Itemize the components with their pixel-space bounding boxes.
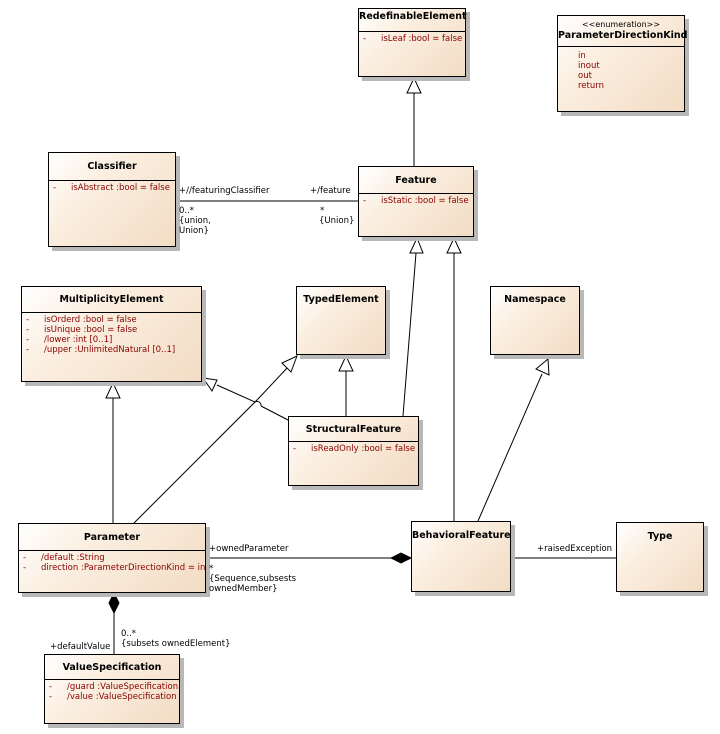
attribute: -isStatic :bool = false (363, 196, 469, 206)
attribute: -/value :ValueSpecification (49, 692, 177, 702)
enum-parameter-direction-kind[interactable]: <<enumeration>> ParameterDirectionKind i… (557, 15, 688, 112)
generalization-arrowhead (406, 76, 422, 94)
class-name: ParameterDirectionKind (558, 30, 688, 41)
generalization-structural-multiplicity-b (216, 384, 256, 403)
class-structural-feature[interactable]: StructuralFeature -isReadOnly :bool = fa… (288, 416, 419, 486)
enum-literal: out (578, 71, 592, 81)
attribute: -direction :ParameterDirectionKind = in (23, 563, 206, 573)
generalization-arrowhead (409, 236, 424, 254)
generalization-structural-feature (402, 252, 417, 417)
enum-literal: return (578, 81, 604, 91)
class-parameter[interactable]: Parameter -/default :String -direction :… (18, 523, 206, 593)
class-name: MultiplicityElement (59, 294, 164, 305)
class-name: Namespace (504, 294, 566, 305)
class-multiplicity-element[interactable]: MultiplicityElement -isOrderd :bool = fa… (21, 286, 202, 382)
generalization-arrowhead (105, 381, 121, 399)
constraint-feature: {Union} (319, 216, 355, 226)
class-name: BehavioralFeature (412, 530, 511, 541)
class-name: TypedElement (303, 294, 379, 305)
class-name: Feature (395, 175, 437, 186)
attribute: -/upper :UnlimitedNatural [0..1] (26, 345, 176, 355)
constraint-default-value: {subsets ownedElement} (121, 639, 231, 649)
role-featuring-classifier: +//featuringClassifier (179, 186, 270, 196)
class-type[interactable]: Type (616, 522, 704, 592)
multiplicity-default-value: 0..* (121, 629, 137, 639)
attribute: -/default :String (23, 553, 105, 563)
class-name: ValueSpecification (62, 662, 162, 673)
class-value-specification[interactable]: ValueSpecification -/guard :ValueSpecifi… (44, 654, 180, 724)
class-typed-element[interactable]: TypedElement (296, 286, 386, 355)
generalization-arrowhead (281, 355, 298, 373)
compartment-divider (22, 312, 201, 313)
constraint-classifier: {union, (179, 216, 211, 226)
multiplicity-feature: * (320, 206, 325, 216)
class-name: Parameter (83, 532, 141, 543)
generalization-arrowhead (446, 236, 462, 254)
compartment-divider (558, 46, 684, 47)
generalization-parameter-typed-a (133, 398, 259, 524)
attribute: -isUnique :bool = false (26, 325, 138, 335)
role-default-value: +defaultValue (50, 642, 111, 652)
class-feature[interactable]: Feature -isStatic :bool = false (358, 166, 474, 237)
line-hop (254, 400, 262, 407)
role-feature: +/feature (310, 186, 351, 196)
attribute: -/guard :ValueSpecification (49, 682, 179, 692)
attribute: -isAbstract :bool = false (53, 183, 170, 193)
attribute: -/lower :int [0..1] (26, 335, 113, 345)
generalization-parameter-typed-b (257, 366, 289, 400)
class-redefinable-element[interactable]: RedefinableElement -isLeaf :bool = false (358, 8, 467, 77)
composition-diamond (389, 552, 413, 564)
class-name: Classifier (87, 161, 137, 172)
compartment-divider (359, 193, 473, 194)
role-owned-parameter: +ownedParameter (209, 544, 289, 554)
multiplicity-owned-parameter: * (209, 564, 214, 574)
compartment-divider (289, 441, 418, 442)
constraint-classifier: Union} (179, 226, 209, 236)
attribute: -isOrderd :bool = false (26, 315, 137, 325)
class-behavioral-feature[interactable]: BehavioralFeature (411, 521, 511, 592)
constraint-owned-parameter: ownedMember} (209, 584, 278, 594)
multiplicity-classifier: 0..* (179, 206, 195, 216)
class-classifier[interactable]: Classifier -isAbstract :bool = false (48, 152, 176, 247)
constraint-owned-parameter: {Sequence,subsests (209, 574, 297, 584)
stereotype: <<enumeration>> (581, 20, 661, 29)
attribute: -isReadOnly :bool = false (293, 444, 416, 454)
composition-diamond (108, 591, 120, 615)
enum-literal: in (578, 51, 586, 61)
generalization-structural-multiplicity-a (260, 405, 289, 421)
generalization-arrowhead (535, 357, 550, 376)
generalization-arrowhead (201, 377, 218, 393)
compartment-divider (45, 679, 179, 680)
generalization-arrowhead (338, 354, 354, 372)
class-name: Type (647, 531, 673, 542)
compartment-divider (19, 550, 205, 551)
attribute: -isLeaf :bool = false (363, 34, 463, 44)
class-name: StructuralFeature (305, 424, 402, 435)
enum-literal: inout (578, 61, 600, 71)
class-name: RedefinableElement (359, 11, 467, 22)
compartment-divider (49, 180, 175, 181)
generalization-behavioral-namespace (477, 373, 543, 522)
role-raised-exception: +raisedException (537, 544, 613, 554)
class-namespace[interactable]: Namespace (490, 286, 580, 355)
compartment-divider (359, 31, 465, 32)
